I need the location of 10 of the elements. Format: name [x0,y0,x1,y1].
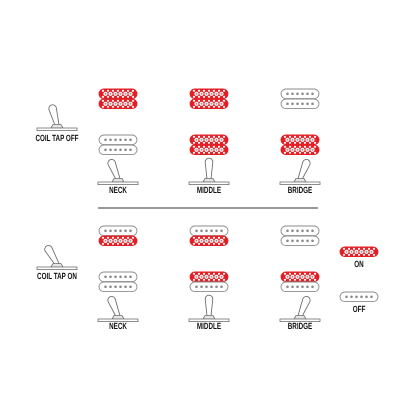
switch-position-label: BRIDGE [288,322,312,331]
switch-position-label: NECK [109,186,127,195]
switch-position-label: MIDDLE [196,186,222,195]
switch-position-label: COIL TAP OFF [35,134,79,143]
legend-label: ON [354,260,364,269]
switch-position-label: COIL TAP ON [37,272,77,281]
switch-position-label: NECK [109,322,127,331]
switch-position-label: MIDDLE [196,322,222,331]
legend-label: OFF [352,305,366,314]
switch-position-label: BRIDGE [288,186,312,195]
